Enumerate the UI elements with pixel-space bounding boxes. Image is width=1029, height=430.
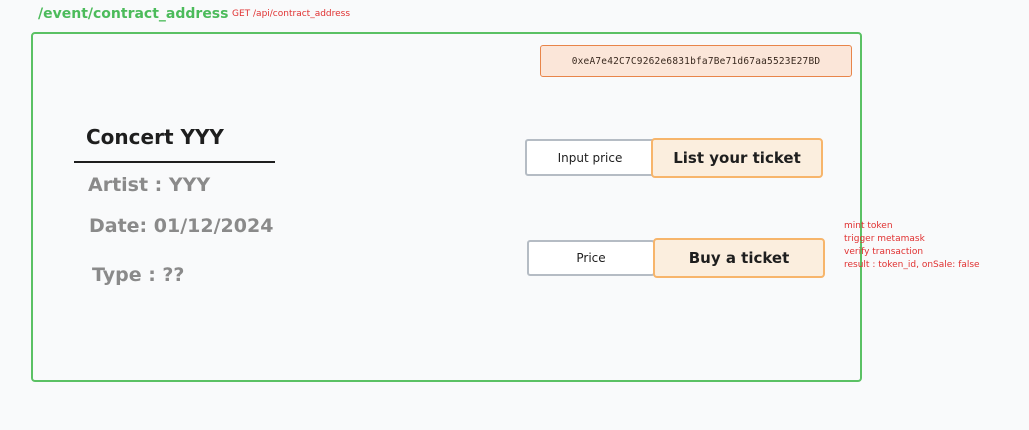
- note-item: result : token_id, onSale: false: [844, 260, 980, 270]
- price-input[interactable]: Input price: [525, 139, 655, 176]
- event-artist: Artist : YYY: [88, 174, 211, 196]
- title-divider: [74, 161, 275, 163]
- api-endpoint-label: GET /api/contract_address: [232, 9, 351, 19]
- note-item: mint token: [844, 221, 893, 231]
- note-item: trigger metamask: [844, 234, 925, 244]
- route-label: /event/contract_address: [38, 6, 229, 22]
- event-page-frame: [31, 32, 862, 382]
- list-ticket-button[interactable]: List your ticket: [651, 138, 823, 178]
- note-item: verify transaction: [844, 247, 924, 257]
- event-date: Date: 01/12/2024: [89, 215, 274, 237]
- price-display: Price: [527, 240, 655, 276]
- buy-ticket-button[interactable]: Buy a ticket: [653, 238, 825, 278]
- buy-flow-notes: mint token trigger metamask verify trans…: [844, 220, 980, 272]
- event-title: Concert YYY: [86, 125, 224, 149]
- event-type: Type : ??: [92, 264, 185, 286]
- contract-address-badge: 0xeA7e42C7C9262e6831bfa7Be71d67aa5523E27…: [540, 45, 852, 77]
